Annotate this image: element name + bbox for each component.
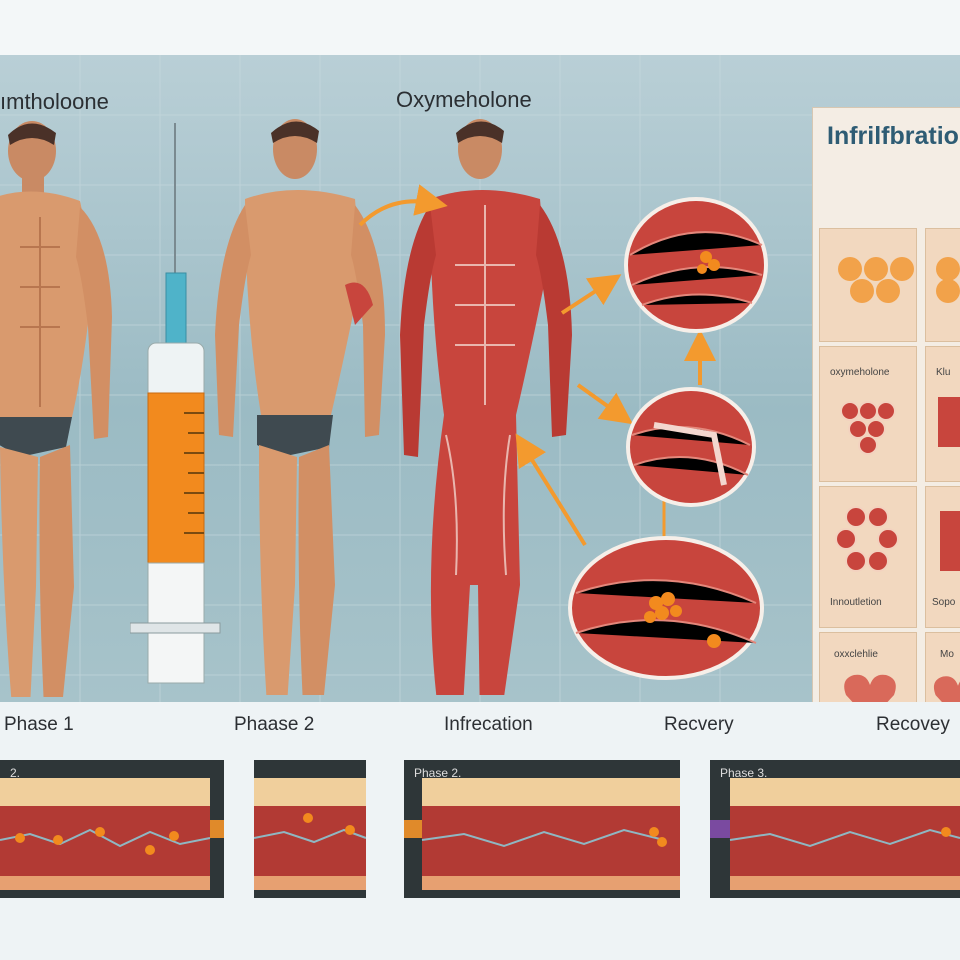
- muscle-fiber-icon: [940, 511, 960, 571]
- hexagon-cluster-icon: [838, 257, 914, 303]
- phase-label-2: Phaase 2: [234, 714, 315, 735]
- infiltration-panel: Infrilfbratio oxymeholone Klu: [812, 107, 960, 702]
- phase-strip-label: Phase 3.: [720, 766, 768, 780]
- muscle-anatomy-figure: [400, 119, 572, 695]
- tissue-layer-illustration: [404, 778, 680, 890]
- info-card-5: Innoutletion: [819, 486, 917, 628]
- zoom-circle-3: [568, 536, 764, 680]
- phase-strip-1: 2.: [0, 760, 224, 898]
- heart-icon: [844, 674, 896, 702]
- phase-strip-3: Phase 2.: [404, 760, 680, 898]
- info-card-label: Sopo: [932, 597, 956, 608]
- heart-icon: [933, 676, 960, 702]
- phase-label-4: Recvery: [664, 714, 734, 735]
- info-card-6: Sopo: [925, 486, 960, 628]
- syringe-illustration: [130, 123, 221, 684]
- connector-arrows: [358, 184, 716, 547]
- cell-cluster-icon: [835, 506, 899, 572]
- phase-strip-2: [254, 760, 366, 898]
- info-card-label: Innoutletion: [830, 597, 882, 608]
- infiltration-panel-title: Infrilfbratio: [827, 122, 959, 150]
- body-figure-1: [0, 121, 112, 697]
- cell-cluster-icon: [840, 401, 896, 455]
- info-card-label: oxymeholone: [830, 367, 890, 378]
- top-band: [0, 0, 960, 55]
- body-figure-2: [215, 119, 385, 695]
- info-card-8: Mo: [925, 632, 960, 702]
- info-card-label: Klu: [936, 367, 951, 378]
- phase-label-5: Recovey: [876, 714, 950, 735]
- phase-strip-label: 2.: [10, 766, 21, 780]
- zoom-circle-2: [626, 387, 756, 507]
- tissue-layer-illustration: [710, 778, 960, 890]
- phase-strip-label: Phase 2.: [414, 766, 462, 780]
- info-card-2: [925, 228, 960, 342]
- info-card-label: oxxclehlie: [834, 649, 878, 660]
- info-card-3: oxymeholone: [819, 346, 917, 482]
- info-card-4: Klu: [925, 346, 960, 482]
- figure-title-center: Oxymeholone: [396, 87, 532, 112]
- info-card-1: [819, 228, 917, 342]
- phase-label-1: Phase 1: [4, 714, 74, 735]
- phase-strip-4: Phase 3.: [710, 760, 960, 898]
- illustration-panel: ımtholoone Oxymeholone: [0, 55, 960, 702]
- tissue-layer-illustration: [0, 778, 224, 890]
- info-card-7: oxxclehlie: [819, 632, 917, 702]
- figure-title-left: ımtholoone: [0, 89, 109, 114]
- tissue-layer-illustration: [254, 778, 366, 890]
- phase-label-3: Infrecation: [444, 714, 533, 735]
- zoom-circle-1: [624, 197, 768, 333]
- muscle-fiber-icon: [938, 397, 960, 447]
- hexagon-cluster-icon: [936, 257, 960, 303]
- info-card-label: Mo: [940, 649, 954, 660]
